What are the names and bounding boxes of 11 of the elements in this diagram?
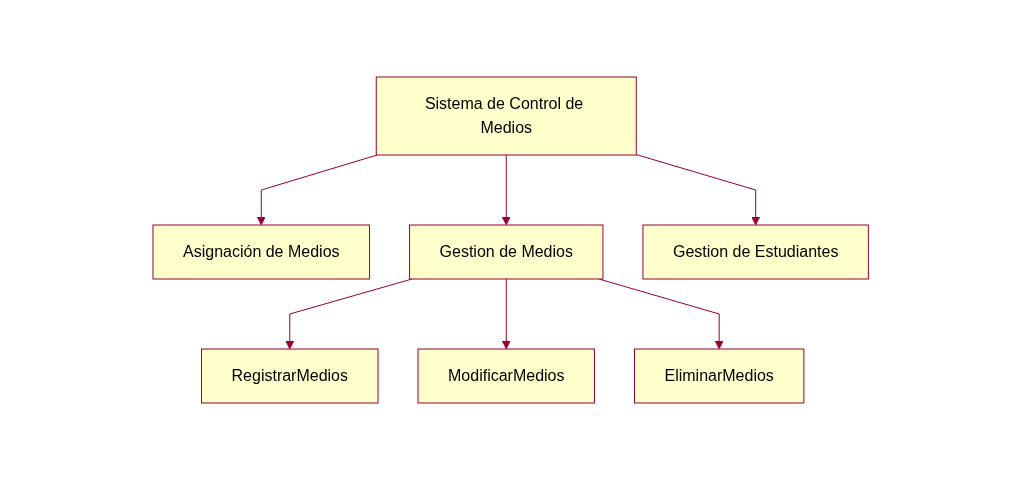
node-box: Gestion de Medios (409, 224, 604, 279)
arrow (502, 278, 511, 349)
node-box: ModificarMedios (417, 348, 596, 403)
node-box: RegistrarMedios (201, 348, 379, 403)
arrow (502, 154, 511, 225)
arrow (257, 154, 378, 225)
node-box: Gestion de Estudiantes (642, 224, 870, 279)
arrow (636, 153, 761, 225)
node-box: Sistema de Control de Medios (376, 76, 638, 155)
node-box: Asignación de Medios (152, 224, 371, 279)
node-box: EliminarMedios (634, 348, 805, 403)
